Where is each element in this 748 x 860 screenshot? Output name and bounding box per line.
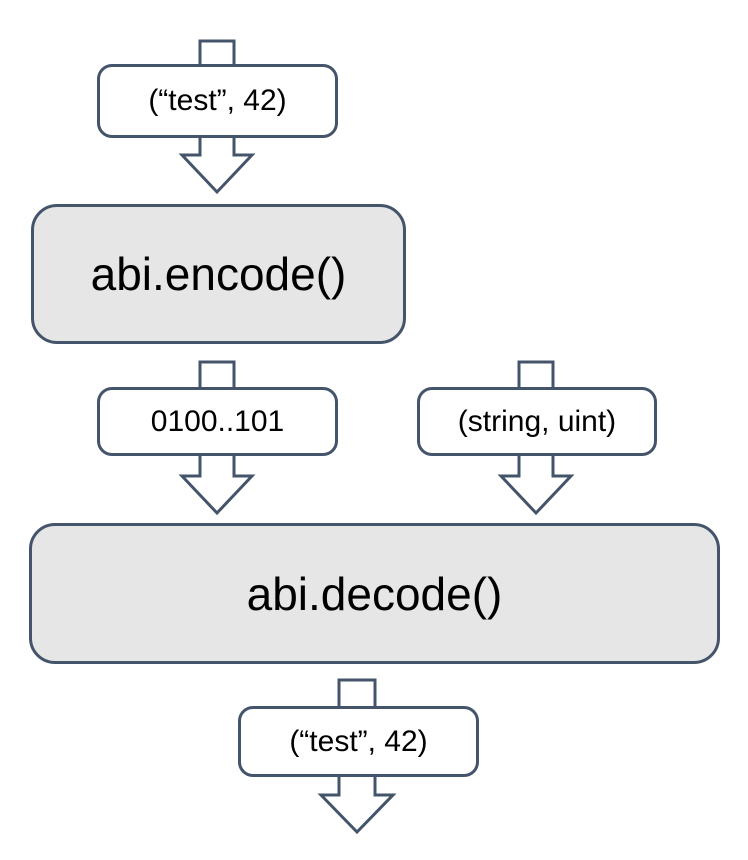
- node-encoded-bytes: 0100..101: [97, 387, 338, 456]
- node-input-tuple: (“test”, 42): [97, 64, 338, 138]
- node-abi-encode: abi.encode(): [31, 204, 406, 344]
- node-abi-decode: abi.decode(): [29, 523, 720, 664]
- node-output-tuple: (“test”, 42): [238, 706, 479, 777]
- node-type-spec: (string, uint): [417, 387, 657, 456]
